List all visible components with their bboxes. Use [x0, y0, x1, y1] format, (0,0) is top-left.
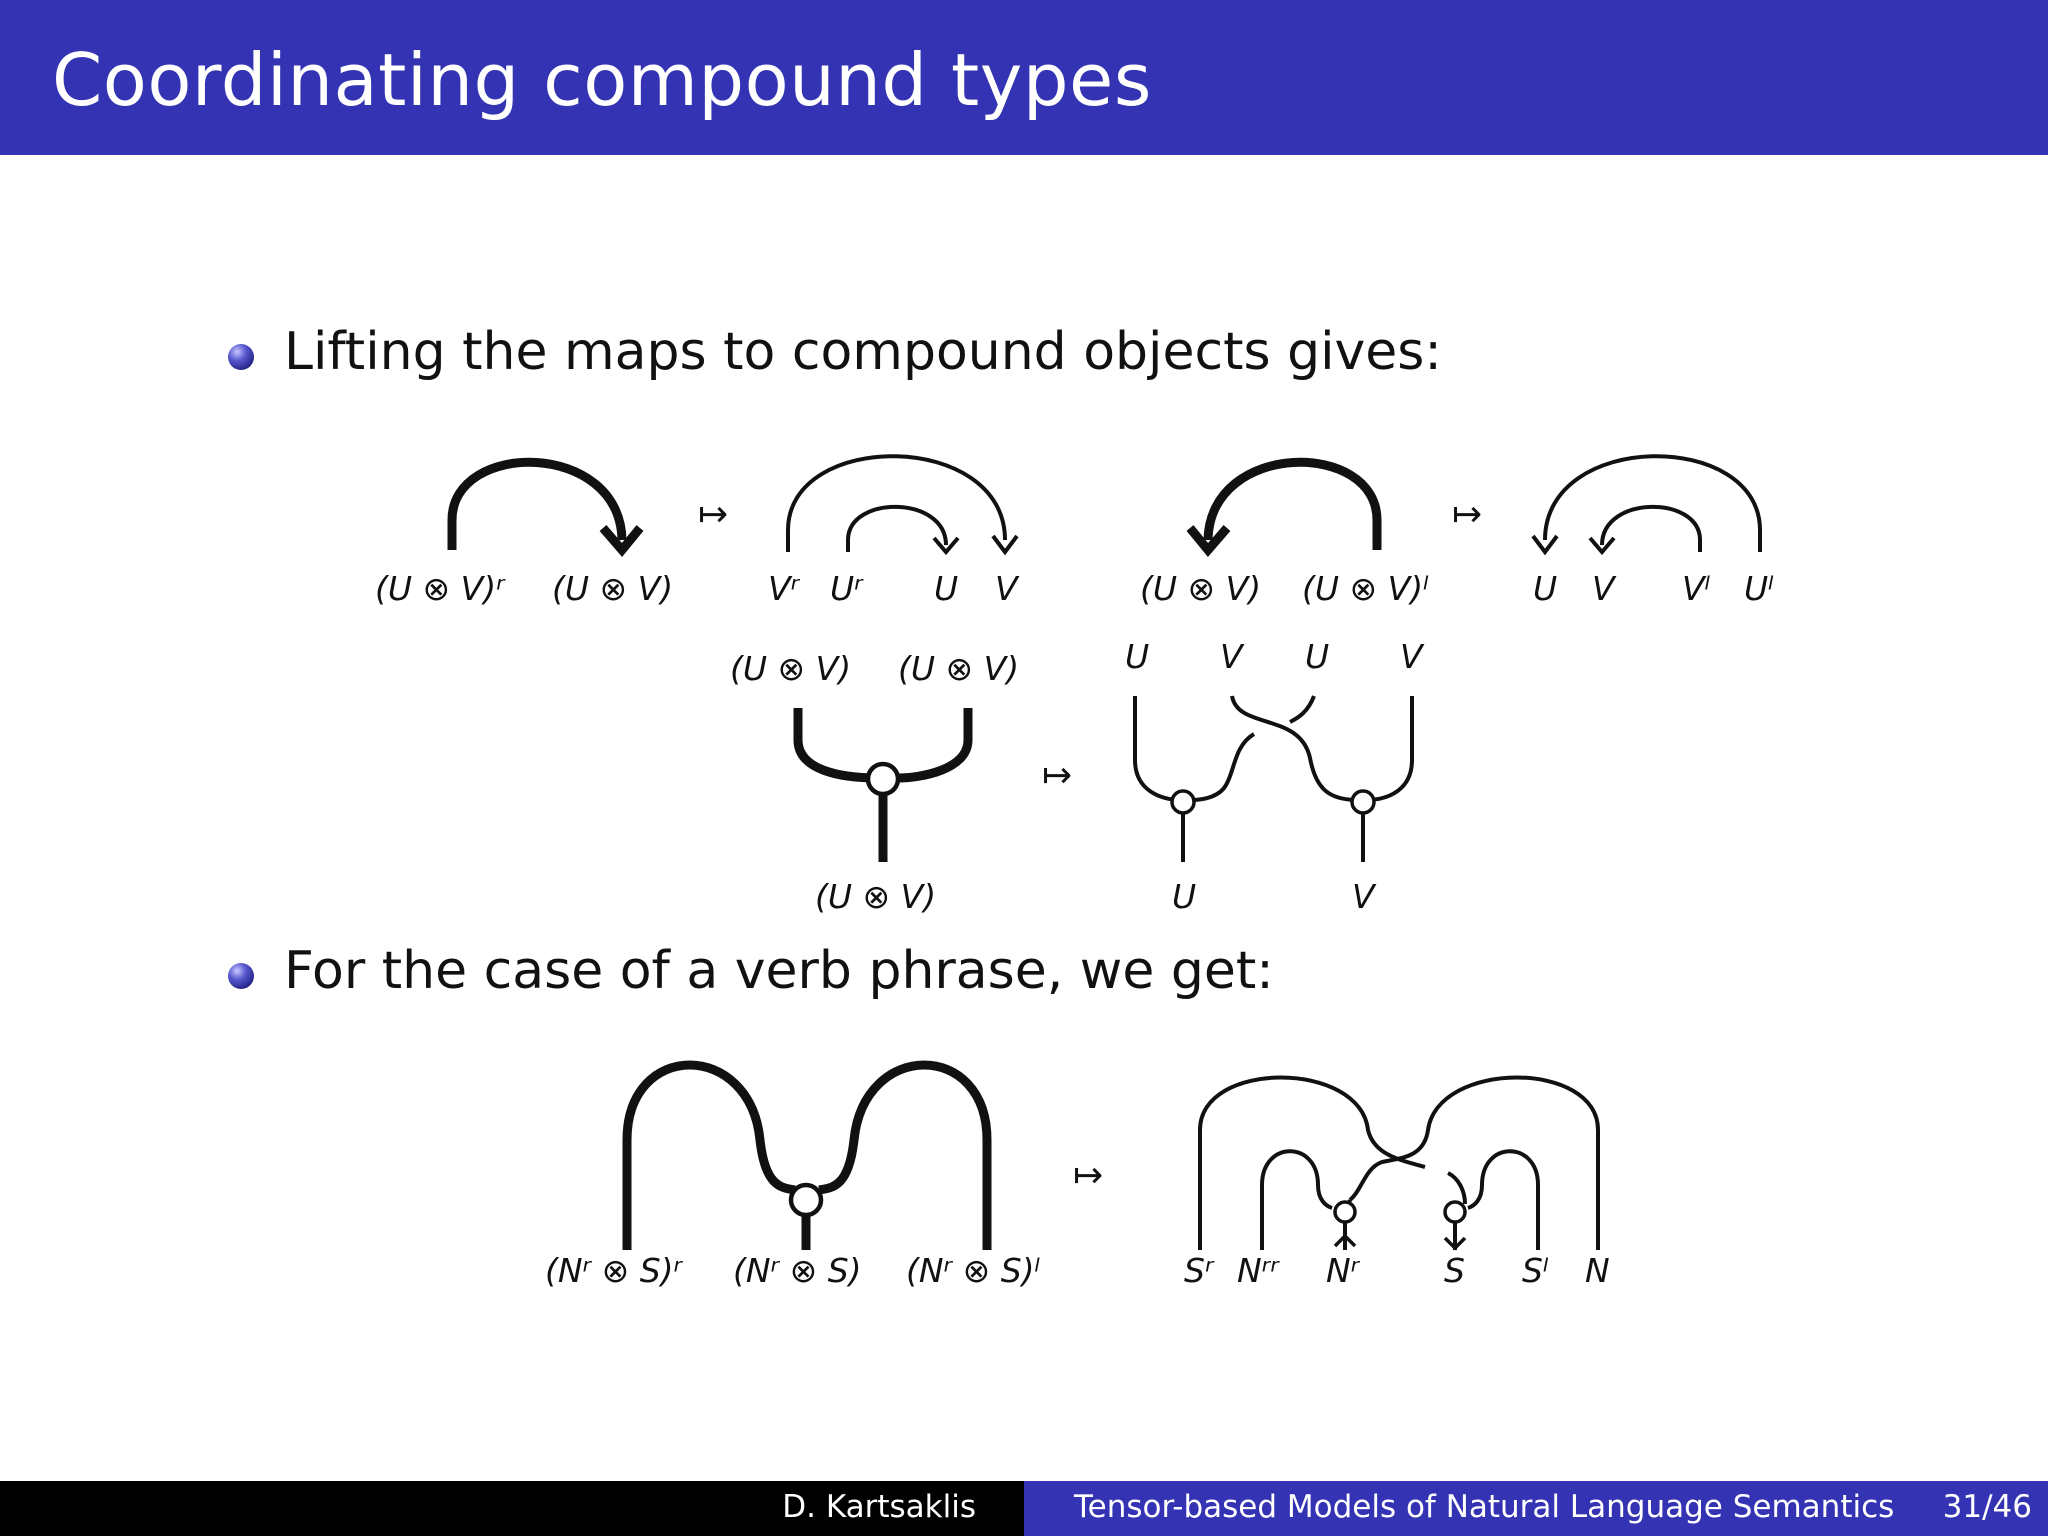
slide-title: Coordinating compound types [52, 38, 1152, 122]
footer-page-number: 31/46 [1942, 1489, 2032, 1525]
mapsto-icon: ↦ [698, 494, 728, 535]
mapsto-icon: ↦ [1452, 494, 1482, 535]
bullet-icon [228, 344, 254, 370]
label-uv-top-right: (U ⊗ V) [898, 649, 1019, 688]
title-bar: Coordinating compound types [0, 0, 2048, 155]
label-uv-bottom: (U ⊗ V) [815, 877, 936, 916]
footer-title-panel: Tensor-based Models of Natural Language … [1024, 1481, 2048, 1536]
merge-node [865, 761, 901, 797]
label-s: S [1444, 1251, 1465, 1290]
bold-wires [622, 1060, 992, 1250]
label-uv-top-left: (U ⊗ V) [730, 649, 851, 688]
label-v-r: Vʳ [768, 569, 801, 608]
crossing-over [1230, 695, 1359, 802]
label-s-l: Sˡ [1522, 1251, 1549, 1290]
label-nrs: (Nʳ ⊗ S) [733, 1251, 862, 1290]
bold-arrowhead [599, 525, 644, 557]
label-v-l: Vˡ [1682, 569, 1711, 608]
node-nr [1333, 1200, 1357, 1224]
outer-arch-left [1198, 1075, 1426, 1250]
label-v: V [1592, 569, 1617, 608]
outer-arrowhead [1531, 534, 1559, 556]
label-n: N [1585, 1251, 1610, 1290]
inner-arrowhead [932, 536, 960, 556]
inner-arrowhead [1588, 536, 1616, 556]
label-n-rr: Nʳʳ [1237, 1251, 1280, 1290]
label-uv: (U ⊗ V) [552, 569, 673, 608]
label-u-1: U [1125, 637, 1149, 676]
node-u [1170, 789, 1196, 815]
label-u-r: Uʳ [830, 569, 864, 608]
outer-arrowhead [991, 534, 1019, 556]
label-u-l: Uˡ [1744, 569, 1774, 608]
merge-diagram: (U ⊗ V) (U ⊗ V) (U ⊗ V) ↦ U V U V U V [730, 637, 1425, 916]
bullet-item-verb-phrase: For the case of a verb phrase, we get: [228, 941, 1828, 1011]
node-v [1350, 789, 1376, 815]
bold-cup-arc [447, 457, 627, 550]
bullet-item-lifting: Lifting the maps to compound objects giv… [228, 322, 1828, 392]
node-s [1443, 1200, 1467, 1224]
footer-talk-title: Tensor-based Models of Natural Language … [1074, 1489, 1895, 1525]
crossing-under-a [1289, 695, 1316, 724]
footer-author: D. Kartsaklis [782, 1489, 976, 1525]
outer-cup-arc [786, 454, 1007, 552]
cup-right-diagram: (U ⊗ V)ʳ (U ⊗ V) ↦ Vʳ Uʳ U V [375, 454, 1020, 608]
outer-arch-left-tail [1446, 1171, 1467, 1205]
s-arrow-icon [1443, 1236, 1467, 1251]
cup-left-diagram: (U ⊗ V) (U ⊗ V)ˡ ↦ U V Vˡ Uˡ [1140, 454, 1774, 608]
inner-cup-arc [846, 504, 948, 552]
crossing-under-b [1191, 732, 1256, 802]
bullet-text: Lifting the maps to compound objects giv… [284, 322, 1442, 382]
outer-cup-arc [1543, 454, 1762, 552]
label-u-out: U [1172, 877, 1196, 916]
label-uv-right-adjoint: (U ⊗ V)ʳ [375, 569, 506, 608]
footer: D. Kartsaklis Tensor-based Models of Nat… [0, 1481, 2048, 1536]
label-nrs-right-adjoint: (Nʳ ⊗ S)ʳ [545, 1251, 684, 1290]
verb-phrase-diagram: (Nʳ ⊗ S)ʳ (Nʳ ⊗ S) (Nʳ ⊗ S)ˡ ↦ Sʳ Nʳʳ Nʳ… [545, 1060, 1610, 1290]
verb-node [788, 1182, 824, 1218]
bold-cup-arc [1203, 457, 1382, 550]
bullet-icon [228, 963, 254, 989]
label-u: U [934, 569, 958, 608]
label-v-1: V [1220, 637, 1245, 676]
label-u-2: U [1305, 637, 1329, 676]
label-u: U [1533, 569, 1557, 608]
label-v-out: V [1352, 877, 1377, 916]
wire-u1 [1133, 696, 1183, 802]
footer-author-panel: D. Kartsaklis [0, 1481, 1024, 1536]
label-v-2: V [1400, 637, 1425, 676]
outer-arch-right [1348, 1075, 1600, 1250]
merge-wires [793, 708, 973, 783]
bold-arrowhead [1186, 525, 1231, 557]
mapsto-icon: ↦ [1073, 1155, 1103, 1196]
label-uv: (U ⊗ V) [1140, 569, 1261, 608]
label-n-r: Nʳ [1326, 1251, 1361, 1290]
label-v: V [995, 569, 1020, 608]
label-s-r: Sʳ [1184, 1251, 1215, 1290]
mapsto-icon: ↦ [1042, 755, 1072, 796]
wire-v2 [1365, 696, 1414, 802]
inner-cup-right [1467, 1149, 1540, 1250]
label-uv-left-adjoint: (U ⊗ V)ˡ [1302, 569, 1429, 608]
inner-cup-left [1260, 1149, 1333, 1250]
label-nrs-left-adjoint: (Nʳ ⊗ S)ˡ [906, 1251, 1041, 1290]
bullet-text: For the case of a verb phrase, we get: [284, 941, 1274, 1001]
inner-cup-arc [1600, 504, 1702, 552]
nr-branch-icon [1333, 1233, 1357, 1248]
